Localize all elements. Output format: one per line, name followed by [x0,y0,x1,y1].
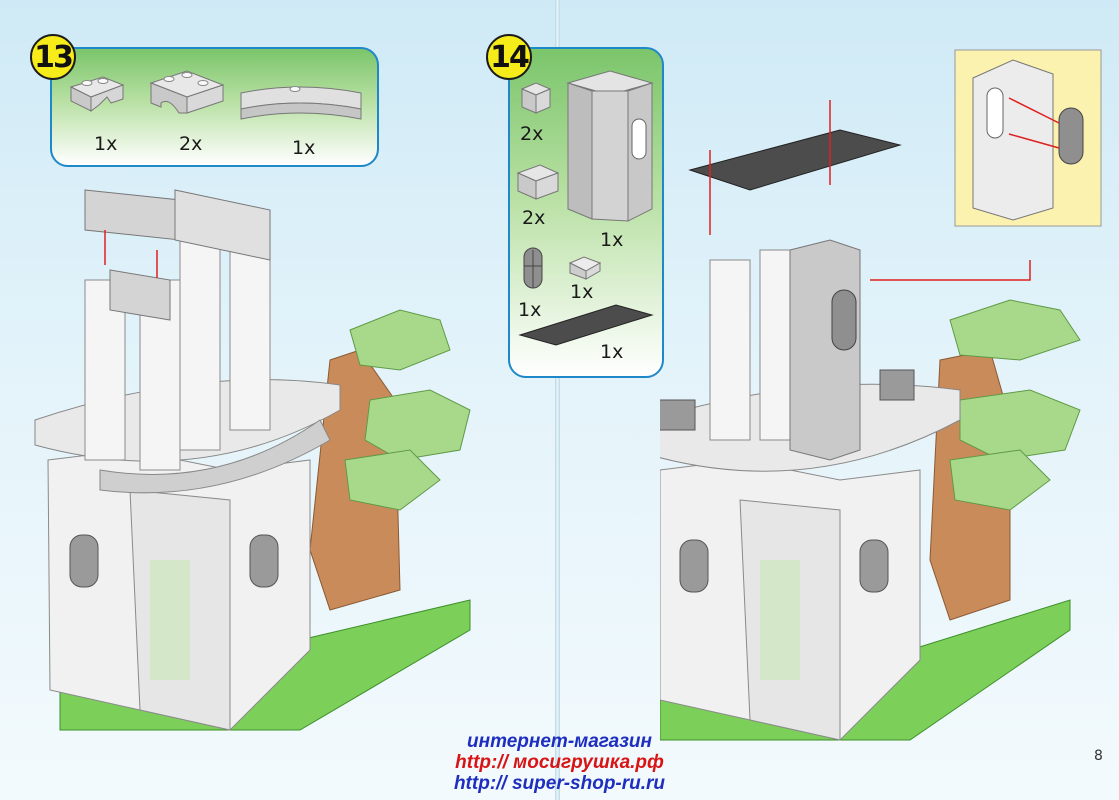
step13-part3-qty: 1x [292,137,316,159]
step14-part1-qty: 2x [520,123,544,145]
arch-part-icon [149,70,225,114]
step14-part6-qty: 1x [600,341,624,363]
window-gate-part-icon [523,247,543,289]
dark-plate-part-icon [518,304,654,346]
curved-brick-part-icon [240,86,362,120]
footer-url-2[interactable]: http:// super-shop-ru.ru [453,773,666,794]
footer-store-label: интернет-магазин [466,731,653,752]
step14-part3-qty: 1x [600,229,624,251]
page-number: 8 [1094,748,1103,764]
page-right: 2x 2x 1x 1x 1x 1x 14 [486,0,1119,800]
step13-part1-qty: 1x [94,133,118,155]
tower-model-step-14 [660,100,1081,741]
slope-brick-part-icon [568,256,602,280]
page-spine [555,0,560,800]
brick-1x2-part-icon [516,164,560,200]
callout-window-detail [954,49,1102,227]
step13-part2-qty: 2x [179,133,203,155]
arch-small-part-icon [69,76,125,112]
step14-part2-qty: 2x [522,207,546,229]
tower-panel-part-icon [566,70,654,222]
step14-part4-qty: 1x [518,299,542,321]
step-14-badge: 14 [486,34,532,80]
brick-1x1-part-icon [520,82,552,114]
parts-box-step-13: 1x 2x 1x [50,47,379,167]
parts-box-step-14: 2x 2x 1x 1x 1x 1x [508,47,664,378]
page-left: 1x 2x 1x 13 [0,0,556,800]
tower-model-step-13 [34,189,471,731]
step-13-badge: 13 [30,34,76,80]
step14-part5-qty: 1x [570,281,594,303]
footer-url-1[interactable]: http:// мосигрушка.рф [455,752,664,773]
